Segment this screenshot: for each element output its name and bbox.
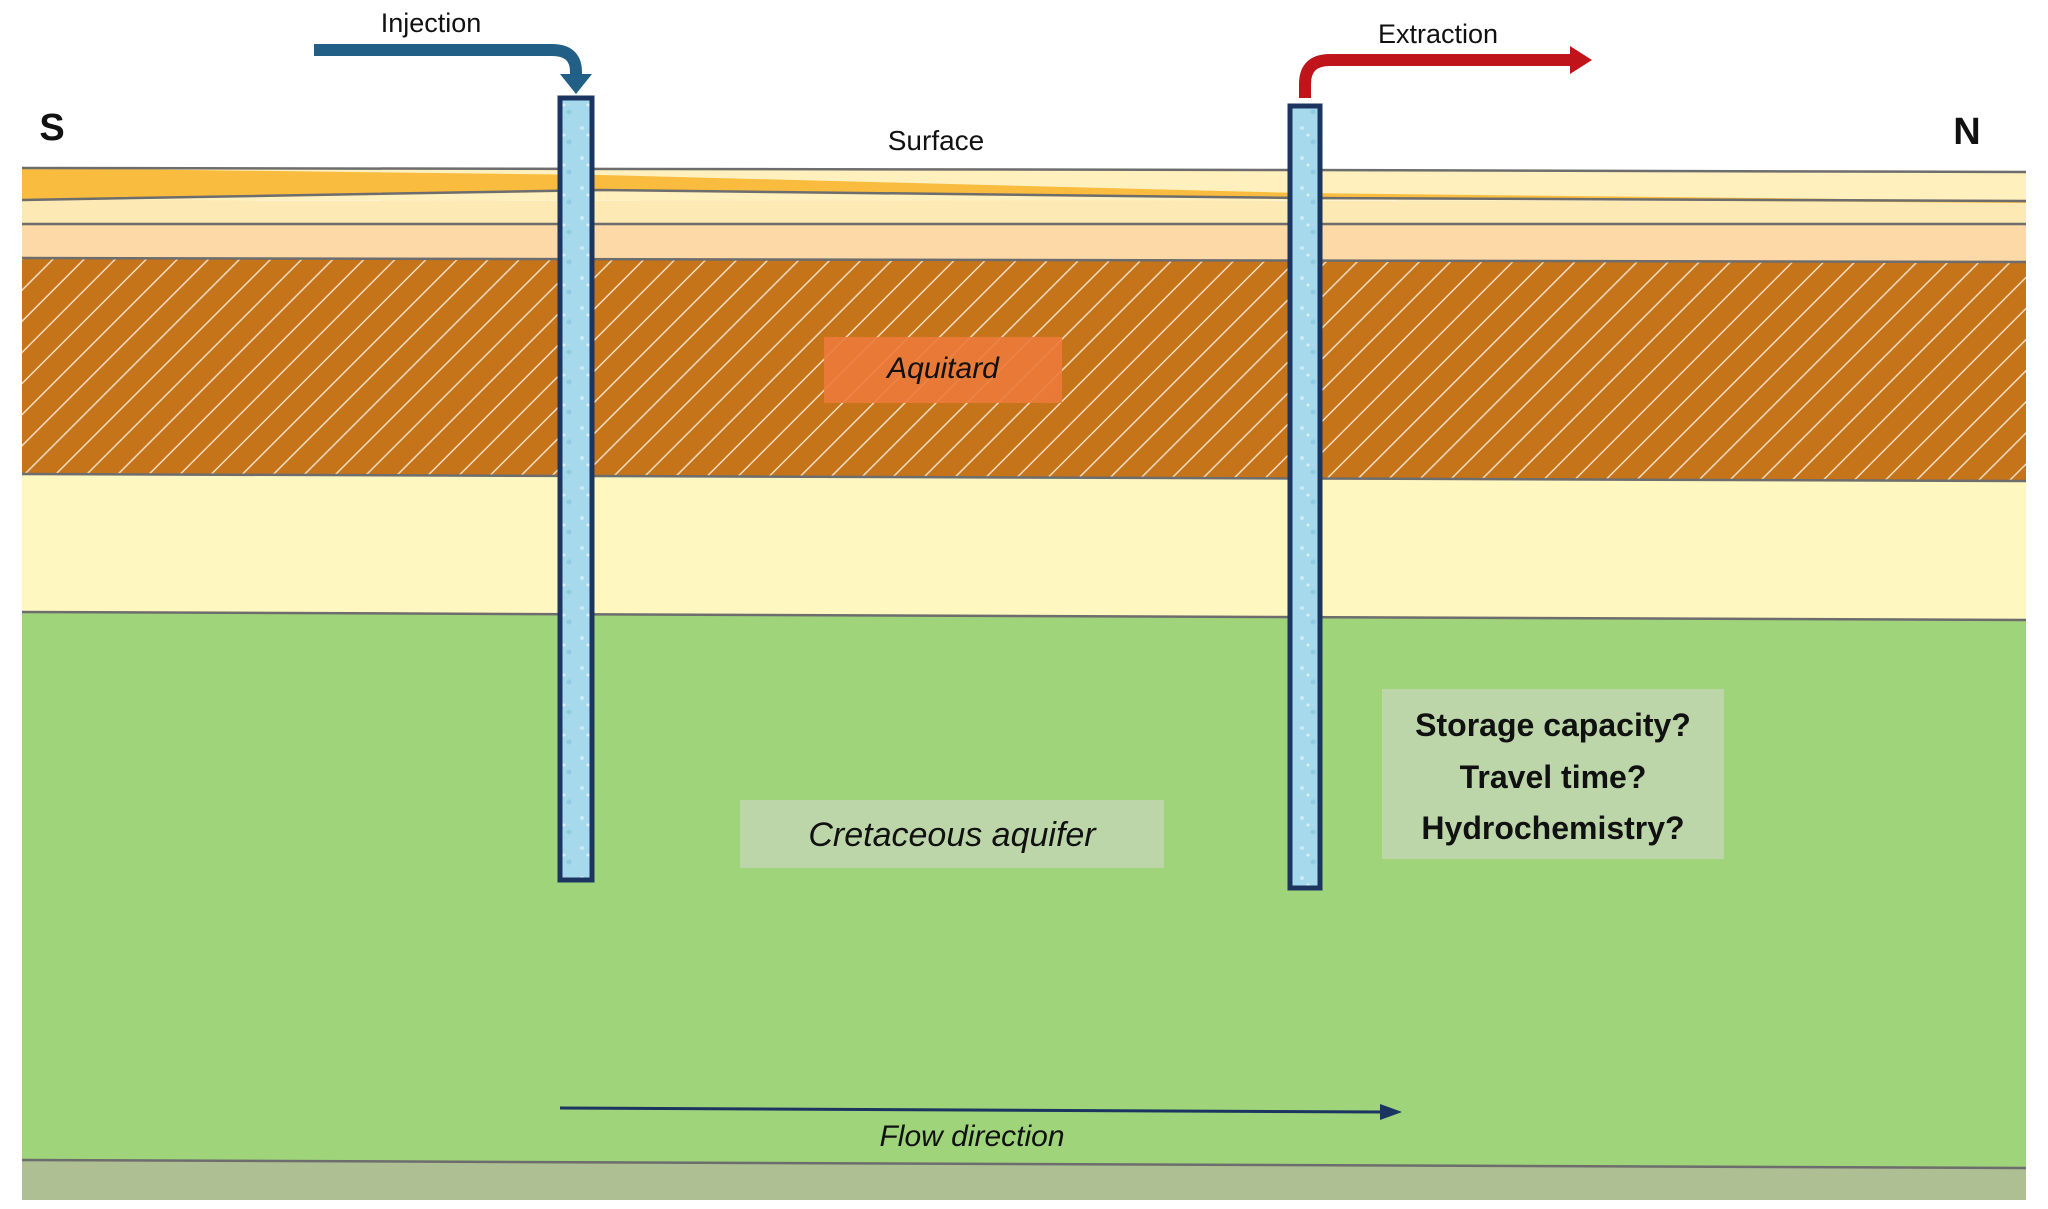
injection-well <box>557 95 595 883</box>
extraction-label: Extraction <box>1378 19 1498 49</box>
aquifer-label: Cretaceous aquifer <box>808 816 1097 854</box>
aquifer-top-line <box>21 610 2027 622</box>
question-storage: Storage capacity? <box>1415 707 1691 743</box>
flow-direction-arrow <box>559 1104 1402 1120</box>
injection-arrow <box>314 44 592 94</box>
flow-direction-label: Flow direction <box>879 1120 1064 1153</box>
aquifer-label-box <box>740 800 1164 868</box>
north-label: N <box>1953 111 1980 153</box>
question-hydrochemistry: Hydrochemistry? <box>1421 810 1684 846</box>
aquitard-label-box <box>824 337 1062 403</box>
sand-layer <box>22 474 2026 620</box>
questions-box <box>1382 689 1724 859</box>
aquitard-top-line <box>21 256 2027 264</box>
aquifer-layer <box>22 612 2026 1168</box>
orange-base-line <box>21 188 2027 203</box>
surface-label: Surface <box>888 125 985 156</box>
question-travel-time: Travel time? <box>1460 759 1647 795</box>
bedrock-top-line <box>21 1158 2027 1170</box>
extraction-arrow <box>1299 46 1592 98</box>
south-label: S <box>39 107 64 149</box>
aquitard-label: Aquitard <box>885 352 1000 385</box>
aquitard-base-line <box>21 472 2027 483</box>
peach-sand-layer <box>22 224 2026 262</box>
bedrock-layer <box>22 1160 2026 1200</box>
orange-surface-layer <box>22 168 2026 203</box>
extraction-well <box>1287 103 1323 891</box>
layer-stack <box>21 166 2027 1200</box>
light-sand-layer <box>22 200 2026 224</box>
injection-label: Injection <box>381 8 482 38</box>
